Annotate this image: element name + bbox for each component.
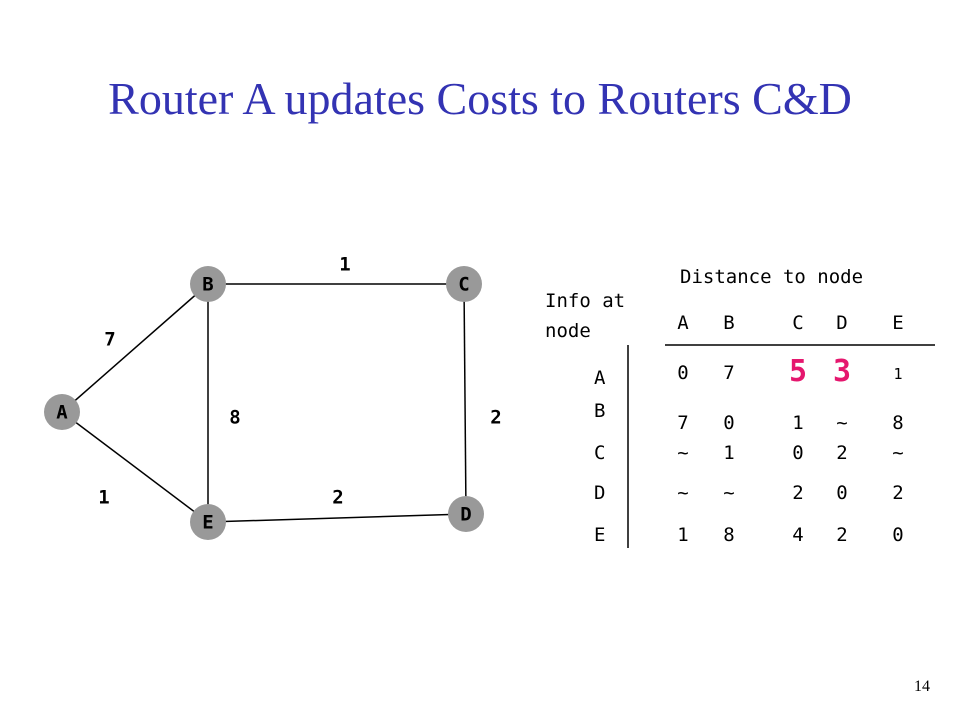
edge-cost-b-c: 1 — [339, 254, 350, 276]
row-label-c: C — [594, 442, 606, 464]
cell-b-e: 8 — [892, 412, 904, 434]
node-label-c: C — [458, 274, 469, 296]
edge-e-d — [207, 513, 467, 523]
cell-d-e: 2 — [892, 482, 904, 504]
cell-d-a: ~ — [677, 482, 689, 504]
node-c: C — [446, 266, 482, 302]
cell-a-e: 1 — [893, 365, 903, 383]
distance-header: Distance to node — [680, 266, 864, 288]
cell-a-c: 5 — [788, 354, 808, 389]
row-label-b: B — [594, 400, 606, 422]
node-d: D — [448, 496, 484, 532]
cell-c-a: ~ — [677, 442, 689, 464]
cell-c-e: ~ — [892, 442, 904, 464]
edge-c-d — [463, 283, 467, 515]
cell-e-d: 2 — [836, 524, 848, 546]
node-label-d: D — [460, 504, 471, 526]
node-circle-c — [446, 266, 482, 302]
cell-b-b: 0 — [723, 412, 735, 434]
cell-e-c: 4 — [792, 524, 804, 546]
node-a: A — [44, 394, 80, 430]
cell-d-c: 2 — [792, 482, 804, 504]
edge-cost-a-b: 7 — [104, 329, 115, 351]
edge-cost-e-d: 2 — [332, 487, 343, 509]
column-header-b: B — [723, 312, 735, 334]
column-header-d: D — [836, 312, 848, 334]
cell-b-a: 7 — [677, 412, 689, 434]
edge-cost-a-e: 1 — [98, 487, 109, 509]
node-circle-b — [190, 266, 226, 302]
edge-cost-b-e: 8 — [229, 407, 240, 429]
cell-e-b: 8 — [723, 524, 735, 546]
cell-e-e: 0 — [892, 524, 904, 546]
column-header-c: C — [792, 312, 804, 334]
node-circle-a — [44, 394, 80, 430]
node-b: B — [190, 266, 226, 302]
graph-edge-labels: 7 1 8 2 2 1 — [98, 254, 501, 509]
edge-a-e — [61, 411, 209, 523]
row-label-e: E — [594, 524, 606, 546]
info-header-line1: Info at — [545, 290, 626, 312]
cell-e-a: 1 — [677, 524, 689, 546]
column-header-e: E — [892, 312, 904, 334]
node-label-e: E — [202, 512, 213, 534]
slide-title: Router A updates Costs to Routers C&D — [108, 73, 852, 124]
cell-b-d: ~ — [836, 412, 848, 434]
column-header-a: A — [677, 312, 689, 334]
node-circle-d — [448, 496, 484, 532]
cell-c-c: 0 — [792, 442, 804, 464]
node-e: E — [190, 504, 226, 540]
info-header: Info at node — [545, 286, 625, 346]
cell-a-a: 0 — [677, 362, 689, 384]
node-label-a: A — [56, 402, 68, 424]
row-label-a: A — [594, 367, 606, 389]
cell-c-b: 1 — [723, 442, 735, 464]
graph-nodes: A B C D E — [44, 266, 484, 540]
cell-c-d: 2 — [836, 442, 848, 464]
cell-d-b: ~ — [723, 482, 735, 504]
cell-b-c: 1 — [792, 412, 804, 434]
cell-d-d: 0 — [836, 482, 848, 504]
cell-a-b: 7 — [723, 362, 735, 384]
slide-number: 14 — [914, 678, 930, 695]
info-header-line2: node — [545, 320, 591, 342]
node-label-b: B — [202, 274, 213, 296]
graph-edges — [61, 283, 467, 523]
edge-a-b — [61, 283, 209, 413]
edge-cost-c-d: 2 — [490, 407, 501, 429]
node-circle-e — [190, 504, 226, 540]
cell-a-d: 3 — [832, 354, 852, 389]
row-label-d: D — [594, 482, 606, 504]
